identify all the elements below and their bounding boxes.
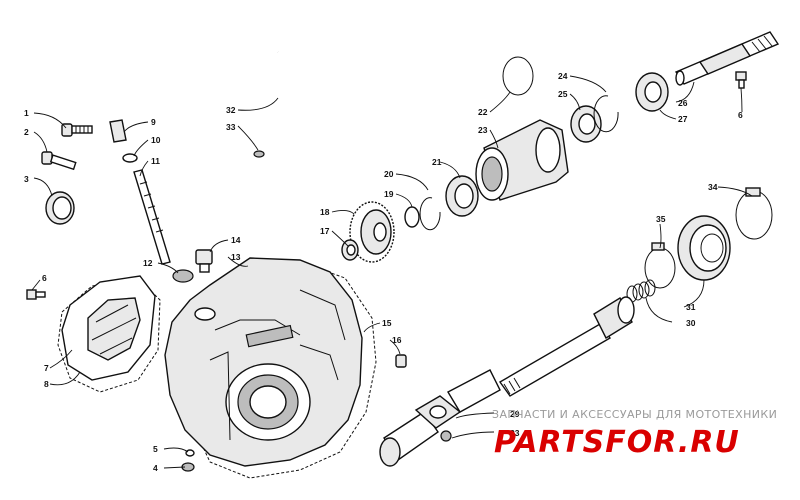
watermark-logo: PARTSFOR.RU: [494, 425, 740, 460]
snap-ring-20: [419, 197, 441, 231]
drive-gear-assembly: [109, 119, 171, 265]
cap-screw-right: [735, 71, 747, 89]
callout-35: 35: [656, 214, 666, 224]
callout-7: 7: [44, 363, 49, 373]
callout-14: 14: [231, 235, 241, 245]
washer-12: [172, 269, 194, 283]
case-gasket: [194, 261, 377, 479]
callout-9: 9: [151, 117, 156, 127]
callout-29: 29: [510, 409, 520, 419]
callout-3: 3: [24, 174, 29, 184]
clamp-34-buckle: [745, 187, 761, 197]
callout-15: 15: [382, 318, 392, 328]
snap-ring-24: [593, 95, 619, 133]
callout-11: 11: [151, 156, 160, 166]
watermark: ЗАПЧАСТИ И АКСЕССУАРЫ ДЛЯ МОТОТЕХНИКИ PA…: [492, 408, 777, 460]
callout-25: 25: [558, 89, 568, 99]
callout-19: 19: [384, 189, 394, 199]
spring-30: [626, 279, 656, 303]
output-shaft: [674, 31, 780, 86]
callout-18: 18: [320, 207, 330, 217]
universal-joint: [379, 369, 501, 467]
boot-clamp-34: [735, 190, 773, 240]
callout-5: 5: [153, 444, 158, 454]
o-ring-22: [502, 56, 534, 96]
clamp-35-buckle: [651, 242, 665, 251]
callout-12: 12: [143, 258, 153, 268]
callout-21: 21: [432, 157, 442, 167]
callout-23-lower: 23: [510, 428, 520, 438]
boot-clamp-35: [644, 247, 676, 289]
callout-4: 4: [153, 463, 158, 473]
callout-10: 10: [151, 135, 161, 145]
cap-screw-left: [26, 289, 46, 300]
callout-31: 31: [686, 302, 696, 312]
callout-30: 30: [686, 318, 696, 328]
callout-labels: 1 2 3 4 5 6 7 8 9 10 11 12 13 14 15 16 1…: [24, 71, 743, 473]
callout-22: 22: [478, 107, 488, 117]
bearing-17: [341, 239, 359, 261]
callout-17: 17: [320, 226, 330, 236]
callout-2: 2: [24, 127, 29, 137]
bearing-27: [635, 72, 669, 112]
leader-lines: [31, 75, 753, 469]
bearing-25: [570, 105, 602, 143]
callout-20: 20: [384, 169, 394, 179]
watermark-tagline: ЗАПЧАСТИ И АКСЕССУАРЫ ДЛЯ МОТОТЕХНИКИ: [492, 408, 777, 421]
callout-23-upper: 23: [478, 125, 488, 135]
shim-19: [404, 206, 420, 228]
dowel-pin: [395, 354, 407, 368]
callout-6-left: 6: [42, 273, 47, 283]
bearing-21: [445, 175, 479, 217]
callout-24: 24: [558, 71, 568, 81]
callout-26: 26: [678, 98, 688, 108]
callout-33: 33: [226, 122, 236, 132]
oil-seal: [45, 191, 75, 225]
breather-hose: [253, 50, 291, 158]
gear-case-housing: [164, 257, 363, 467]
callout-32: 32: [226, 105, 236, 115]
flange-bolt-2: [41, 151, 77, 171]
callout-1: 1: [24, 108, 29, 118]
callout-6-right: 6: [738, 110, 743, 120]
callout-34: 34: [708, 182, 718, 192]
callout-27: 27: [678, 114, 688, 124]
flange-bolt-1: [61, 123, 93, 137]
callout-16: 16: [392, 335, 402, 345]
bearing-housing: [475, 119, 569, 201]
drain-plug: [195, 249, 213, 273]
side-cover: [57, 275, 161, 393]
callout-8: 8: [44, 379, 49, 389]
cv-boot: [677, 215, 731, 281]
callout-13: 13: [231, 252, 241, 262]
drive-shaft: [498, 296, 635, 397]
bevel-gear: [349, 201, 395, 263]
